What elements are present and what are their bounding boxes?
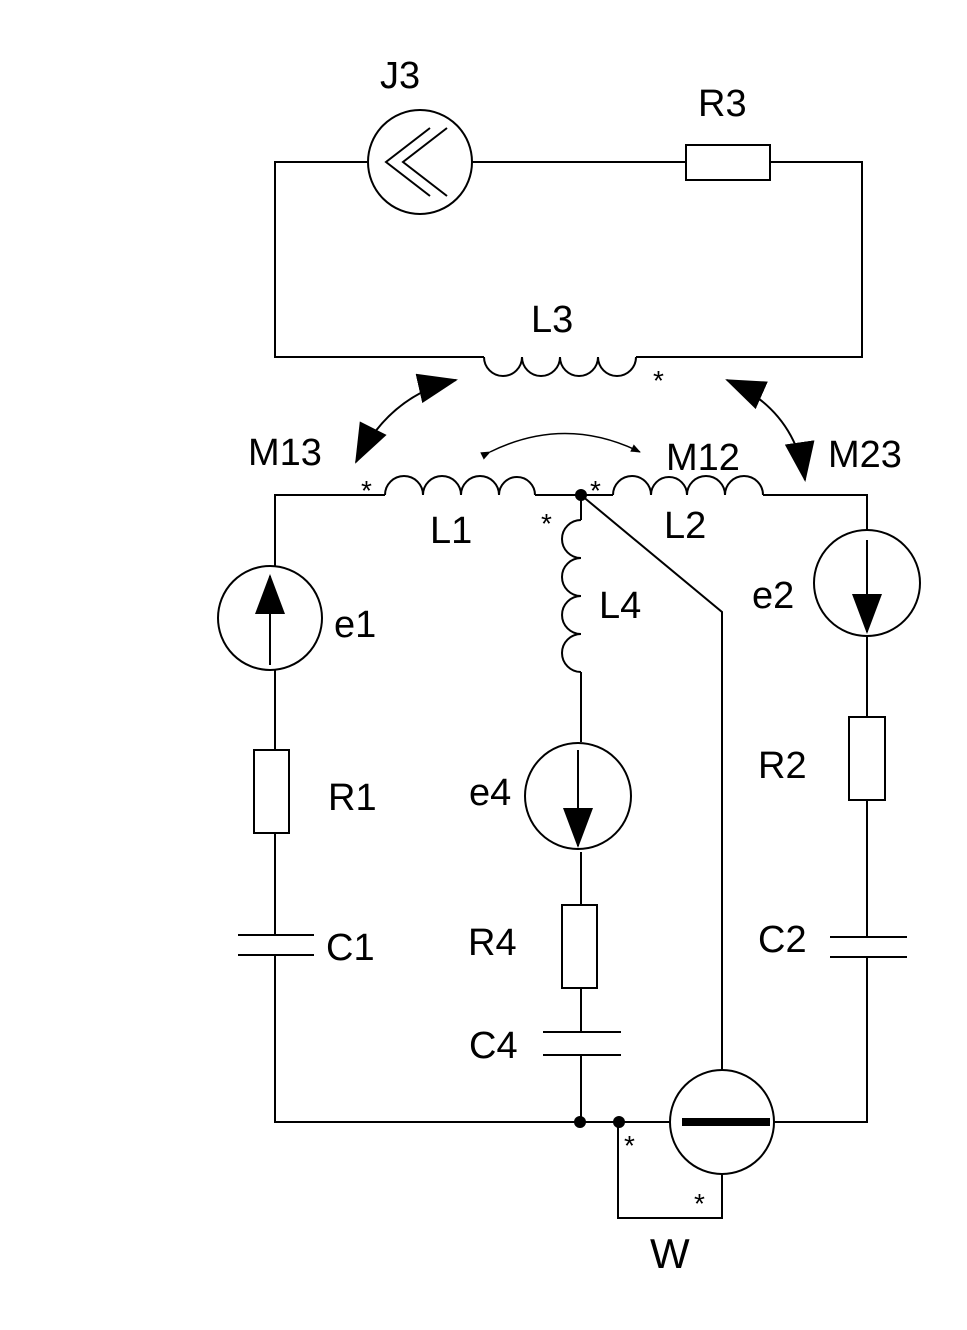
polarity-mark: * xyxy=(541,508,552,539)
resistor-R1 xyxy=(253,749,290,834)
main-wires xyxy=(274,494,868,1219)
label-C1: C1 xyxy=(326,927,375,969)
inductor-L3 xyxy=(483,356,637,377)
capacitor-C1 xyxy=(238,934,314,956)
label-M13: M13 xyxy=(248,432,322,474)
resistor-R4 xyxy=(561,904,598,989)
inductor-L4 xyxy=(561,519,582,673)
label-R4: R4 xyxy=(468,922,517,964)
label-e2: e2 xyxy=(752,575,794,617)
capacitor-C2 xyxy=(830,936,907,958)
polarity-mark: * xyxy=(694,1188,705,1219)
label-L4: L4 xyxy=(599,585,641,627)
current-source-J3 xyxy=(367,109,473,215)
label-R2: R2 xyxy=(758,745,807,787)
voltage-source-e4 xyxy=(524,742,632,850)
left-branch-wire xyxy=(274,670,670,1123)
wattmeter-W xyxy=(669,1069,775,1175)
label-e1: e1 xyxy=(334,604,376,646)
mutual-arrow-M13 xyxy=(355,373,458,464)
polarity-mark: * xyxy=(624,1130,635,1161)
label-C4: C4 xyxy=(469,1025,518,1067)
label-C2: C2 xyxy=(758,919,807,961)
mutual-arrow-M23 xyxy=(725,379,815,482)
label-M23: M23 xyxy=(828,434,902,476)
label-W: W xyxy=(650,1230,690,1277)
top-loop-wire xyxy=(274,161,863,358)
label-R1: R1 xyxy=(328,777,377,819)
polarity-mark: * xyxy=(590,475,601,506)
right-branch-wire xyxy=(774,637,868,1123)
junction-node xyxy=(613,1116,625,1128)
junction-node xyxy=(575,489,587,501)
label-R3: R3 xyxy=(698,83,747,125)
label-L1: L1 xyxy=(430,510,472,552)
inductor-L1 xyxy=(384,475,536,496)
top-loop xyxy=(274,109,863,377)
double-chevron-icon xyxy=(384,127,448,197)
label-J3: J3 xyxy=(380,55,420,97)
resistor-R2 xyxy=(848,716,886,801)
mutual-arrow-M12 xyxy=(480,432,641,460)
polarity-mark: * xyxy=(361,475,372,506)
label-L3: L3 xyxy=(531,299,573,341)
label-M12: M12 xyxy=(666,437,740,479)
capacitor-C4 xyxy=(543,1031,621,1056)
junction-node xyxy=(574,1116,586,1128)
voltage-source-e2 xyxy=(813,529,921,637)
label-e4: e4 xyxy=(469,772,511,814)
wattmeter-voltage-wire xyxy=(580,494,723,1219)
label-L2: L2 xyxy=(664,505,706,547)
voltage-source-e1 xyxy=(217,565,323,671)
resistor-R3 xyxy=(685,144,771,181)
top-rail-wire xyxy=(274,494,868,567)
polarity-mark: * xyxy=(653,365,664,396)
